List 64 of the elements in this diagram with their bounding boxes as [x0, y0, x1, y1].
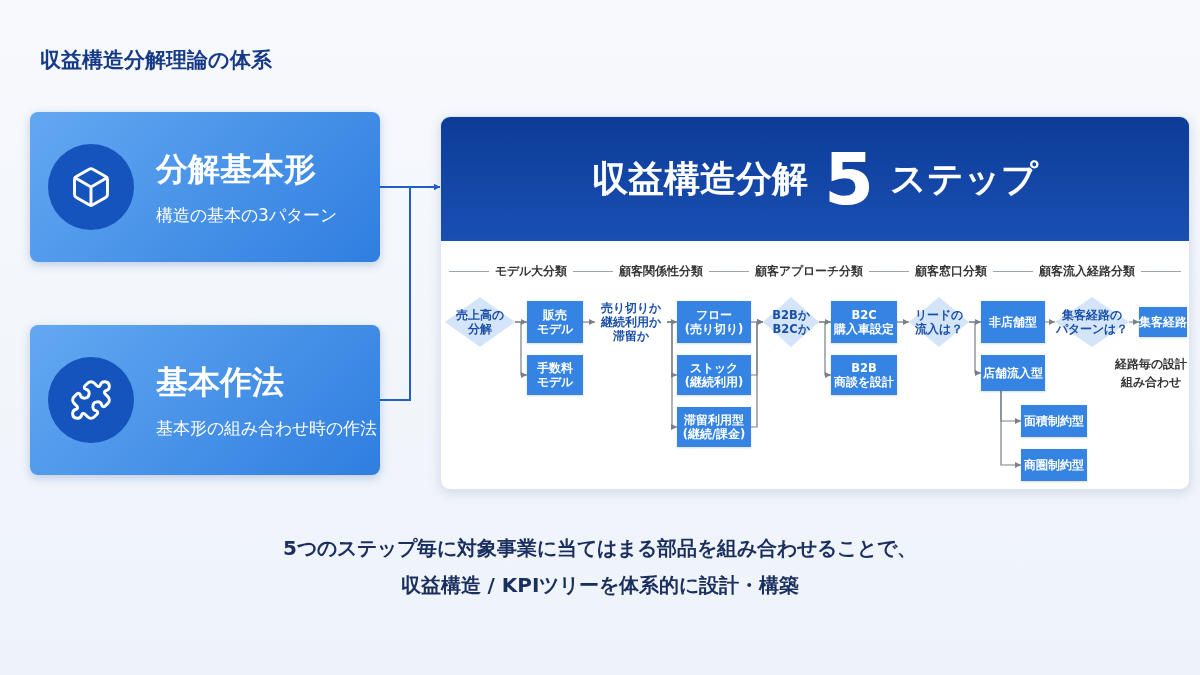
- step-heading: 顧客関係性分類: [619, 263, 703, 279]
- step-heading: モデル大分類: [495, 263, 567, 279]
- arrow: [1044, 319, 1056, 325]
- card-subtitle: 基本形の組み合わせ時の作法: [156, 416, 377, 440]
- arrow: [666, 321, 678, 430]
- node-label: 集客経路のパターンは？: [1056, 308, 1128, 336]
- node-label: フロー(売り切り): [684, 308, 744, 336]
- decision-diamond: [1055, 297, 1129, 347]
- node-label: B2B: [851, 361, 877, 375]
- arrow: [514, 321, 528, 378]
- caption: 5つのステップ毎に対象事業に当てはまる部品を組み合わせることで、収益構造 / KPIツリーを体系的に設計・構築: [282, 535, 918, 599]
- node-label: B2BかB2Cか: [772, 308, 810, 336]
- category-card: [30, 325, 380, 475]
- step-heading: 顧客流入経路分類: [1039, 263, 1135, 279]
- decision-diamond: [909, 297, 969, 347]
- decision-diamond: [763, 297, 819, 347]
- panel-title: ステップ: [890, 161, 1039, 197]
- process-box: [831, 301, 897, 343]
- node-label: 面積制約型: [1024, 414, 1084, 428]
- process-box: [1021, 449, 1087, 481]
- arrow: [750, 319, 764, 428]
- node-label: 店舗流入型: [983, 366, 1043, 380]
- arrow: [582, 319, 596, 325]
- process-box: [981, 355, 1045, 391]
- card-title: 分解基本形: [156, 148, 317, 190]
- arrow: [379, 184, 441, 401]
- decision-diamond: [445, 297, 515, 347]
- category-card: [30, 112, 380, 262]
- card-title: 基本作法: [156, 361, 285, 403]
- process-box: [981, 301, 1045, 343]
- step-heading: 顧客アプローチ分類: [755, 263, 863, 279]
- process-box: [677, 407, 751, 447]
- step-number: 5: [823, 143, 875, 215]
- node-label: B2C: [851, 308, 877, 322]
- process-box: [1021, 405, 1087, 437]
- process-box: [527, 355, 583, 395]
- panel-title: 収益構造分解: [591, 161, 808, 197]
- node-label: 売上高の分解: [456, 308, 504, 336]
- node-label: ストック(継続利用): [684, 361, 744, 389]
- node-label: 購入車設定: [834, 322, 894, 336]
- arrow: [818, 321, 832, 378]
- card-subtitle: 構造の基本の3パターン: [156, 203, 337, 227]
- step-heading: 顧客窓口分類: [915, 263, 987, 279]
- arrow: [1128, 319, 1140, 325]
- note-text: 経路毎の設計組み合わせ: [1114, 356, 1188, 391]
- arrow: [896, 319, 910, 325]
- process-box: [677, 301, 751, 343]
- node-label: 販売モデル: [537, 308, 573, 336]
- node-label: 売り切りか継続利用か滞留か: [601, 301, 661, 343]
- node-label: 非店舗型: [989, 315, 1037, 329]
- node-label: 集客経路: [1139, 315, 1187, 329]
- node-label: 手数料モデル: [537, 361, 573, 389]
- node-label: 商圏制約型: [1024, 458, 1084, 472]
- node-label: リードの流入は？: [915, 308, 963, 336]
- arrow: [968, 321, 982, 376]
- process-box: [527, 301, 583, 343]
- process-box: [677, 355, 751, 395]
- node-label: 商談を設計: [834, 375, 894, 389]
- process-box: [831, 355, 897, 395]
- steps-panel: [440, 116, 1190, 490]
- process-box: [1139, 307, 1187, 337]
- arrow: [1000, 390, 1022, 468]
- node-label: 滞留利用型(継続/課金): [682, 413, 746, 441]
- diagram-title: 収益構造分解理論の体系: [40, 47, 272, 74]
